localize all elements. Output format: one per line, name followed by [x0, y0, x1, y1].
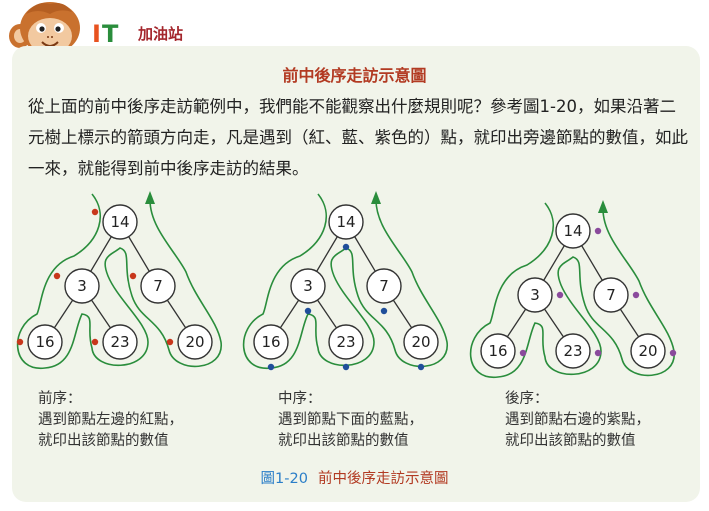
- inorder-tree-node: [253, 324, 289, 360]
- inorder-node-label: 20: [411, 333, 430, 351]
- brand-label: 加油站: [138, 25, 184, 43]
- section-title: 前中後序走訪示意圖: [282, 66, 427, 85]
- preorder-visit-dot: [91, 338, 99, 346]
- postorder-visit-dot: [594, 227, 602, 235]
- header: IT 加油站: [0, 0, 709, 60]
- inorder-visit-dot: [267, 363, 275, 371]
- intro-paragraph: 從上面的前中後序走訪範例中，我們能不能觀察出什麼規則呢？參考圖1-20，如果沿著…: [28, 97, 688, 178]
- postorder-visit-dot: [669, 349, 677, 357]
- inorder-arrow-head-icon: [371, 191, 381, 204]
- inorder-node-label: 7: [379, 277, 389, 295]
- postorder-tree: 14 3 7 16 23 20: [469, 200, 677, 378]
- preorder-tree-node: [140, 268, 176, 304]
- figure-caption: 圖1-20 前中後序走訪示意圖: [0, 467, 709, 488]
- preorder-traversal-path: [16, 193, 222, 369]
- postorder-tree-node: [630, 333, 666, 369]
- postorder-arrow-head-icon: [598, 200, 608, 213]
- preorder-arrow-head-icon: [145, 191, 155, 204]
- inorder-node-label: 23: [336, 333, 355, 351]
- preorder-visit-dot: [129, 272, 137, 280]
- it-logo-t: T: [101, 20, 120, 48]
- postorder-node-label: 14: [563, 222, 582, 240]
- preorder-tree-node: [64, 268, 100, 304]
- preorder-visit-dot: [53, 272, 61, 280]
- preorder-node-label: 20: [185, 333, 204, 351]
- inorder-tree: 14 3 7 16 23 20: [242, 191, 448, 371]
- inorder-tree-node: [366, 268, 402, 304]
- postorder-tree-node: [480, 333, 516, 369]
- preorder-tree-node: [102, 204, 138, 240]
- preorder-tree: 14 3 7 16 23 20: [16, 191, 222, 369]
- preorder-visit-dot: [16, 338, 24, 346]
- postorder-node-label: 23: [563, 342, 582, 360]
- postorder-tree-node: [593, 277, 629, 313]
- postorder-node-label: 7: [606, 286, 616, 304]
- it-logo-i: I: [92, 20, 102, 48]
- inorder-tree-node: [328, 324, 364, 360]
- inorder-visit-dot: [417, 363, 425, 371]
- preorder-caption-line1: 遇到節點左邊的紅點，: [38, 412, 183, 428]
- preorder-node-label: 7: [153, 277, 163, 295]
- postorder-visit-dot: [632, 291, 640, 299]
- preorder-caption-line2: 就印出該節點的數值: [38, 433, 169, 449]
- preorder-caption: 前序： 遇到節點左邊的紅點， 就印出該節點的數值: [38, 389, 183, 452]
- preorder-tree-node: [27, 324, 63, 360]
- postorder-node-label: 16: [488, 342, 507, 360]
- postorder-caption-line1: 遇到節點右邊的紫點，: [505, 412, 650, 428]
- preorder-tree-node: [177, 324, 213, 360]
- postorder-tree-node: [517, 277, 553, 313]
- postorder-caption: 後序： 遇到節點右邊的紫點， 就印出該節點的數值: [505, 389, 650, 452]
- figure-caption-text: 前中後序走訪示意圖: [317, 471, 449, 487]
- inorder-traversal-path: [242, 193, 448, 369]
- inorder-node-label: 16: [261, 333, 280, 351]
- preorder-visit-dot: [91, 208, 99, 216]
- preorder-node-label: 14: [110, 213, 129, 231]
- preorder-node-label: 23: [110, 333, 129, 351]
- preorder-node-label: 3: [77, 277, 87, 295]
- preorder-visit-dot: [166, 338, 174, 346]
- monkey-mascot-icon: [9, 2, 80, 54]
- postorder-node-label: 20: [638, 342, 657, 360]
- figure-number: 圖1-20: [260, 471, 308, 487]
- postorder-node-label: 3: [530, 286, 540, 304]
- it-logo: IT: [92, 20, 119, 48]
- postorder-tree-node: [555, 213, 591, 249]
- inorder-caption-line2: 就印出該節點的數值: [278, 433, 409, 449]
- preorder-tree-node: [102, 324, 138, 360]
- inorder-caption: 中序： 遇到節點下面的藍點， 就印出該節點的數值: [278, 389, 423, 452]
- inorder-caption-title: 中序：: [278, 391, 322, 407]
- inorder-caption-line1: 遇到節點下面的藍點，: [278, 412, 423, 428]
- postorder-caption-title: 後序：: [505, 391, 549, 407]
- postorder-visit-dot: [556, 291, 564, 299]
- preorder-node-label: 16: [35, 333, 54, 351]
- inorder-tree-node: [403, 324, 439, 360]
- inorder-tree-node: [290, 268, 326, 304]
- inorder-visit-dot: [304, 307, 312, 315]
- postorder-visit-dot: [594, 349, 602, 357]
- preorder-caption-title: 前序：: [38, 391, 82, 407]
- inorder-node-label: 14: [336, 213, 355, 231]
- inorder-visit-dot: [342, 243, 350, 251]
- postorder-caption-line2: 就印出該節點的數值: [505, 433, 636, 449]
- postorder-visit-dot: [519, 349, 527, 357]
- inorder-node-label: 3: [303, 277, 313, 295]
- inorder-visit-dot: [380, 307, 388, 315]
- inorder-visit-dot: [342, 363, 350, 371]
- postorder-tree-node: [555, 333, 591, 369]
- inorder-tree-node: [328, 204, 364, 240]
